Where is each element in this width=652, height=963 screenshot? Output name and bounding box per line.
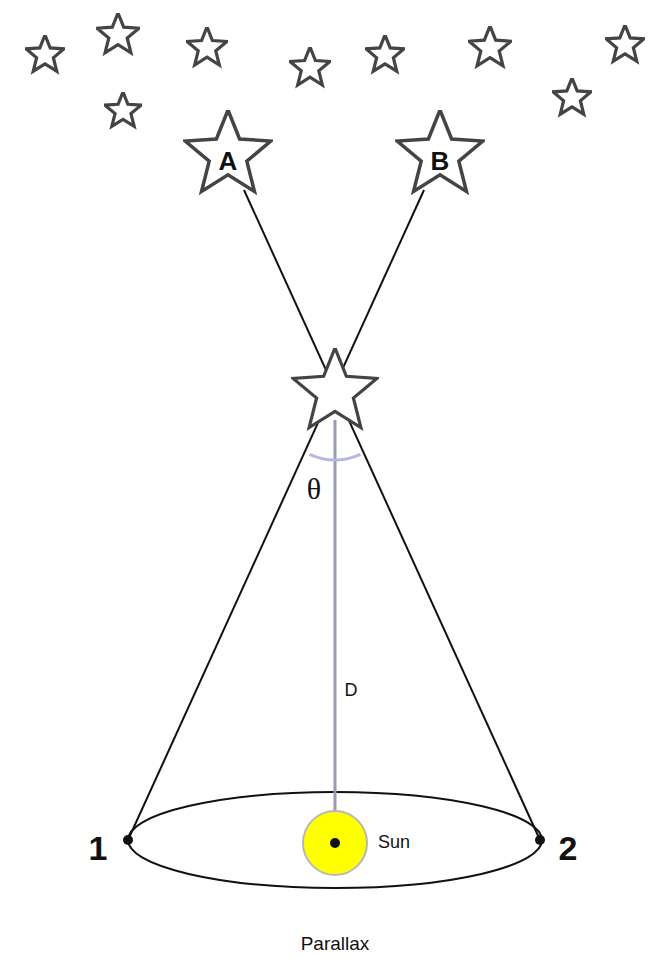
sun-node: Sun xyxy=(300,808,370,878)
distance-label: D xyxy=(345,680,358,701)
earth-position xyxy=(123,835,133,845)
sun-shape xyxy=(300,808,370,878)
sight-line xyxy=(244,190,540,840)
near-star xyxy=(293,348,377,428)
position-number: 2 xyxy=(559,829,578,868)
diagram-caption: Parallax xyxy=(301,933,370,955)
distance-line xyxy=(334,420,337,810)
sun-label: Sun xyxy=(378,832,410,853)
star-node: B xyxy=(395,110,485,200)
angle-label: θ xyxy=(307,472,321,506)
angle-arc xyxy=(310,454,361,460)
background-stars xyxy=(26,13,644,126)
star-letter: A xyxy=(219,146,238,177)
earth-position xyxy=(535,835,545,845)
position-number: 1 xyxy=(89,829,108,868)
star-letter: B xyxy=(431,146,450,177)
star-node: A xyxy=(183,110,273,200)
sight-line xyxy=(128,190,424,840)
